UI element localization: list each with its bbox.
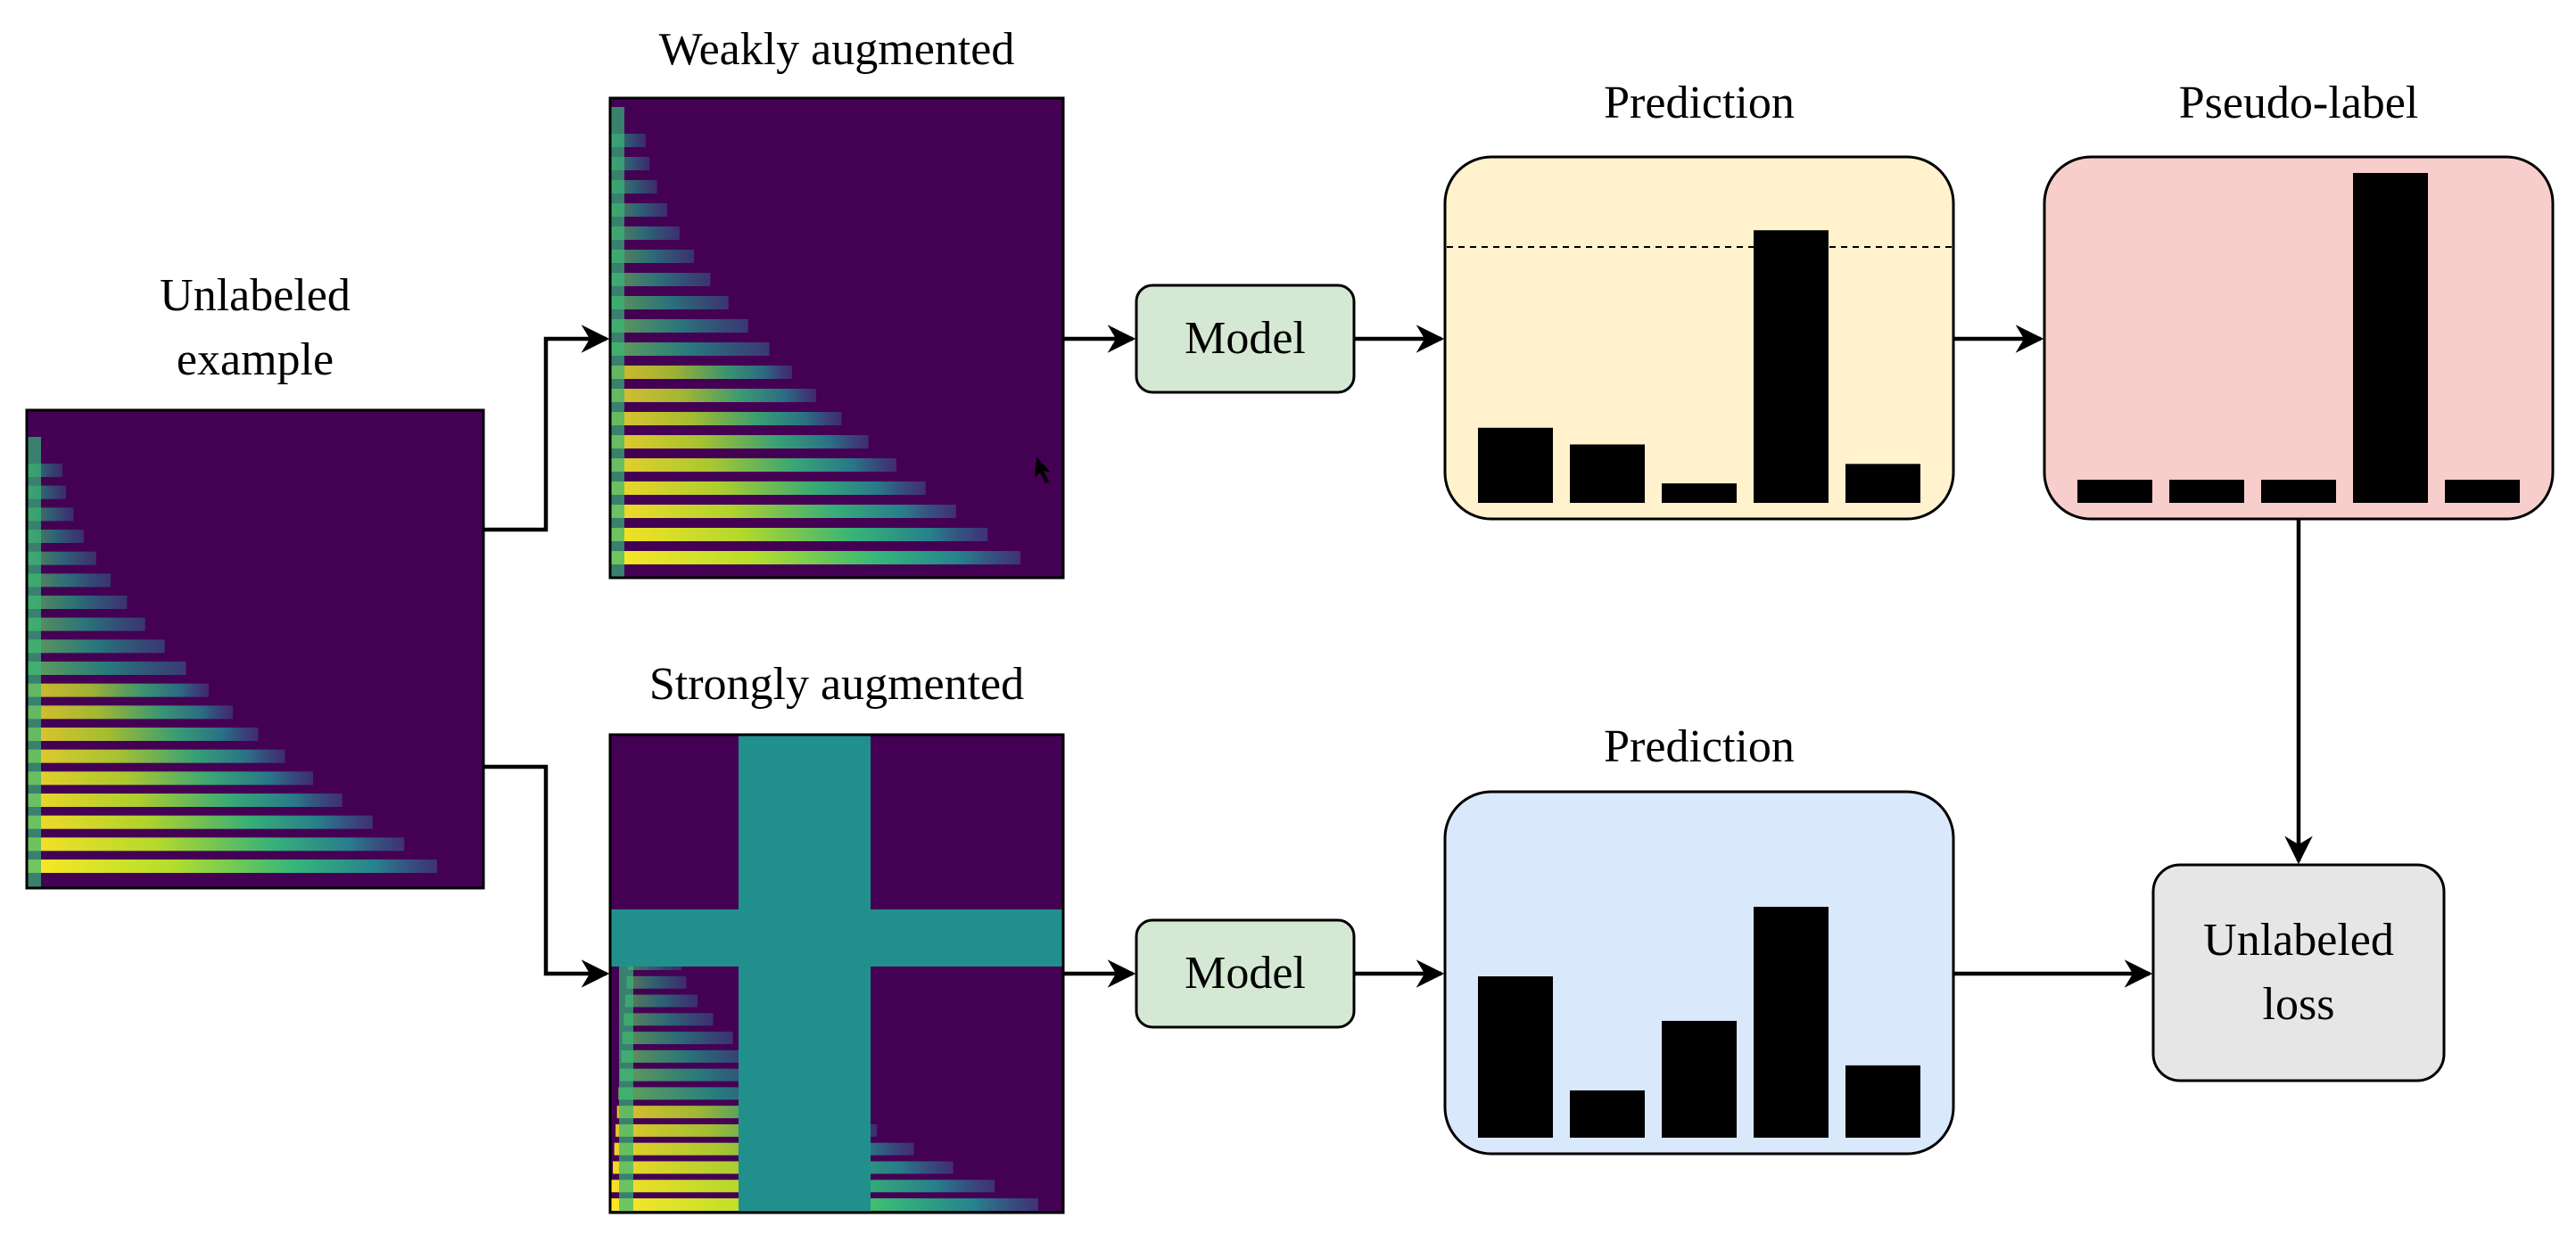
unlabeled-loss-label: Unlabeled loss	[2153, 865, 2444, 1081]
prediction-bottom-bar-5	[1845, 1065, 1920, 1138]
prediction-bottom-label: Prediction	[1604, 721, 1795, 772]
weakly-augmented-label: Weakly augmented	[658, 24, 1015, 75]
prediction-top-bars	[1478, 230, 1920, 503]
time-mask	[739, 735, 871, 1213]
prediction-top-bar-3	[1662, 483, 1737, 503]
prediction-bottom-bars	[1478, 907, 1920, 1138]
prediction-bottom-bar-1	[1478, 976, 1553, 1138]
prediction-top-bar-5	[1845, 464, 1920, 503]
pseudo-label-bar-3	[2261, 480, 2336, 503]
pseudo-label-bars	[2077, 173, 2520, 503]
strongly-augmented-label: Strongly augmented	[648, 659, 1025, 710]
model-bottom-label: Model	[1185, 948, 1306, 999]
pseudo-label-bar-4	[2353, 173, 2428, 503]
prediction-bottom-bar-4	[1754, 907, 1829, 1138]
unlabeled-example-line-1: Unlabeled	[160, 270, 351, 321]
pseudo-label-box	[2043, 155, 2555, 521]
unlabeled-loss-line-1: Unlabeled	[2203, 915, 2394, 966]
strongly-augmented-spectrogram	[610, 735, 1063, 1213]
mouse-cursor-icon	[1035, 457, 1051, 483]
model-top-label: Model	[1185, 313, 1306, 364]
arrow-to-strong	[483, 764, 610, 988]
prediction-bottom-bar-2	[1570, 1090, 1645, 1138]
pseudo-label-bar-5	[2445, 480, 2520, 503]
pseudo-label-bar-1	[2077, 480, 2152, 503]
unlabeled-spectrogram	[27, 410, 483, 888]
unlabeled-example-line-2: example	[176, 334, 334, 385]
prediction-top-bar-2	[1570, 444, 1645, 503]
unlabeled-loss-line-2: loss	[2262, 979, 2335, 1030]
pseudo-label-bar-2	[2169, 480, 2244, 503]
prediction-top-label: Prediction	[1604, 78, 1795, 128]
prediction-top-bar-1	[1478, 427, 1553, 503]
unlabeled-example-label: Unlabeled example	[77, 264, 433, 392]
prediction-bottom-bar-3	[1662, 1020, 1737, 1138]
unlabeled-loss-box	[2151, 863, 2446, 1082]
prediction-top-bar-4	[1754, 230, 1829, 503]
pseudo-label-title: Pseudo-label	[2178, 78, 2419, 128]
arrow-to-weak	[483, 325, 610, 532]
weakly-augmented-spectrogram	[610, 98, 1063, 578]
